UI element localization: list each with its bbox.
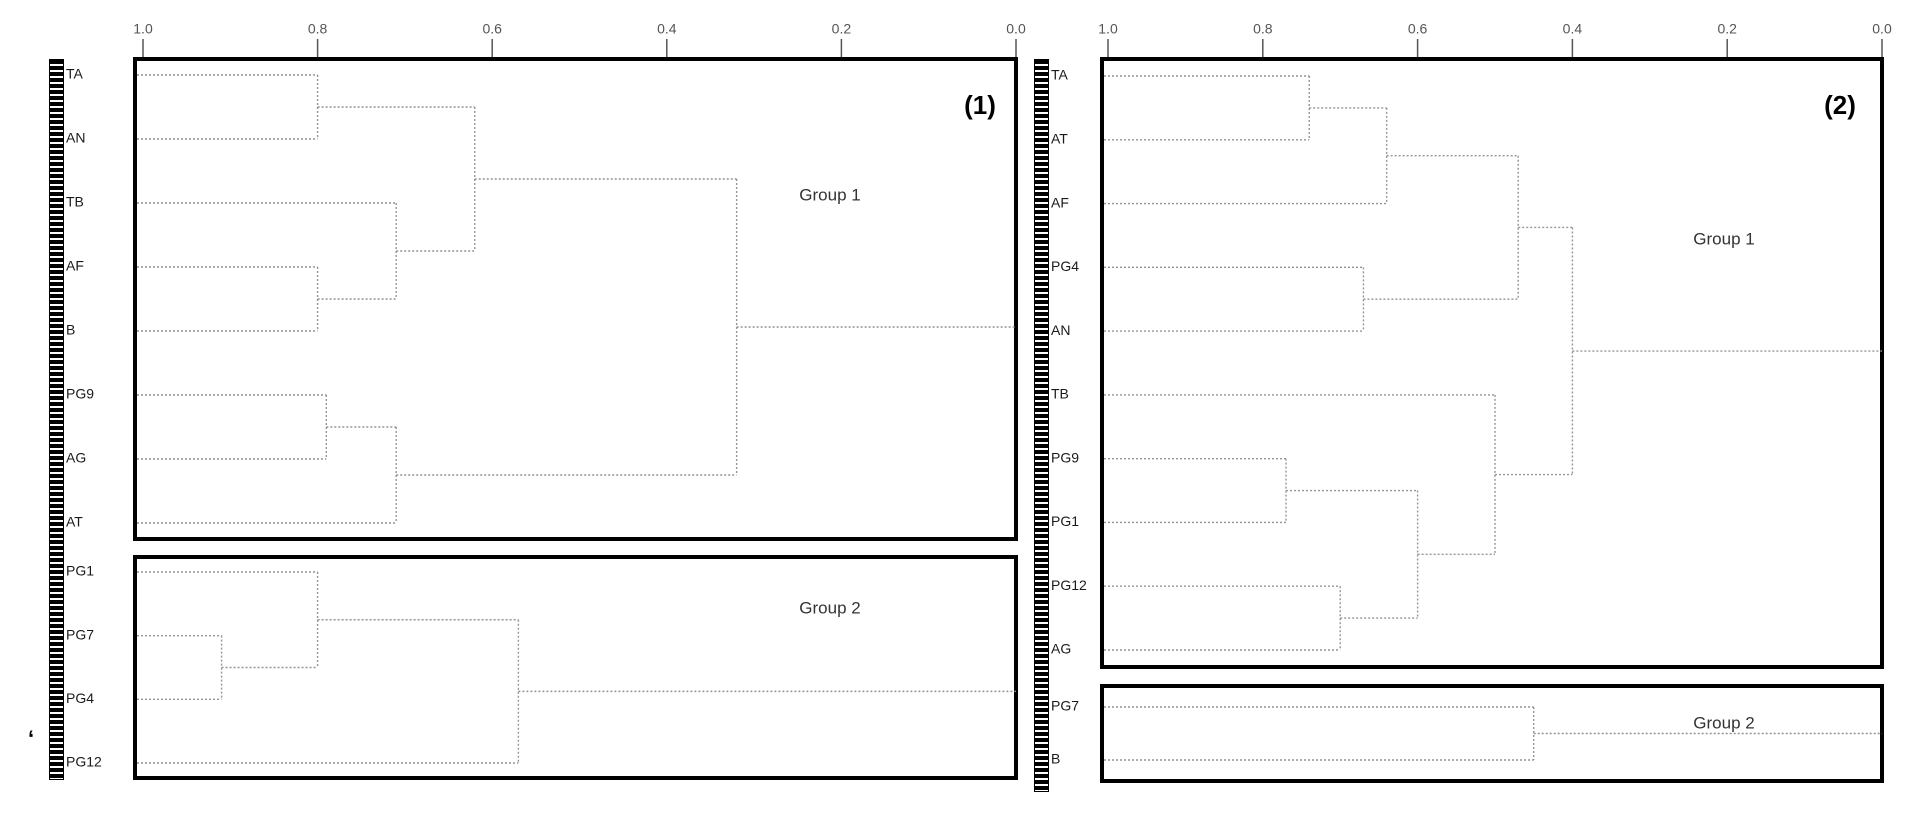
group-label: Group 1 [799, 185, 860, 204]
stray-mark: ‘ [28, 726, 35, 751]
group-label: Group 1 [1693, 229, 1754, 248]
leaf-label: TB [1051, 386, 1069, 402]
group-box [133, 57, 1018, 541]
panel-corner-label: (2) [1824, 90, 1856, 120]
leaf-label: PG7 [66, 626, 94, 642]
leaf-axis-strip-1 [49, 59, 64, 780]
group-box [133, 555, 1018, 780]
axis-tick-label: 1.0 [133, 21, 153, 37]
axis-tick-label: 0.6 [1408, 21, 1428, 37]
leaf-label: PG4 [66, 690, 94, 706]
axis-tick-label: 0.0 [1872, 21, 1892, 37]
leaf-label: AT [1051, 130, 1068, 146]
axis-tick-label: 0.0 [1006, 21, 1026, 37]
leaf-label: PG4 [1051, 258, 1079, 274]
axis-tick-label: 0.4 [1563, 21, 1583, 37]
similarity-axis: 1.0 0.8 0.6 0.4 0.2 0.0 [1098, 21, 1892, 57]
axis-tick-label: 1.0 [1098, 21, 1118, 37]
leaf-label: PG12 [66, 754, 102, 770]
axis-tick-label: 0.2 [832, 21, 852, 37]
group-box [1100, 684, 1884, 783]
leaf-label: PG9 [1051, 449, 1079, 465]
leaf-label: PG9 [66, 386, 94, 402]
dendrogram-tree [137, 74, 1016, 524]
leaf-label: AN [66, 130, 85, 146]
group-box [1100, 57, 1884, 669]
leaf-label: AG [66, 450, 86, 466]
leaf-label: TA [1051, 67, 1069, 83]
axis-tick-label: 0.8 [1253, 21, 1273, 37]
axis-tick-label: 0.2 [1717, 21, 1737, 37]
leaf-label: PG7 [1051, 698, 1079, 714]
leaf-label: B [66, 322, 75, 338]
dendrogram-tree [1104, 706, 1882, 761]
dendrogram-tree [1104, 75, 1882, 651]
group-label: Group 2 [1693, 713, 1754, 732]
leaf-label: TA [66, 66, 84, 82]
axis-tick-label: 0.8 [308, 21, 328, 37]
group-label: Group 2 [799, 598, 860, 617]
leaf-label: AF [1051, 194, 1069, 210]
leaf-label: B [1051, 751, 1060, 767]
axis-tick-label: 0.6 [482, 21, 502, 37]
leaf-label: AG [1051, 641, 1071, 657]
leaf-label: AT [66, 514, 83, 530]
leaf-label: PG1 [66, 563, 94, 579]
axis-tick-label: 0.4 [657, 21, 677, 37]
leaf-label: AF [66, 258, 84, 274]
leaf-label: PG1 [1051, 513, 1079, 529]
leaf-label: TB [66, 194, 84, 210]
leaf-axis-strip-2 [1034, 59, 1049, 792]
similarity-axis: 1.0 0.8 0.6 0.4 0.2 0.0 [133, 21, 1026, 57]
leaf-label: PG12 [1051, 577, 1087, 593]
dendrogram-tree [137, 571, 1016, 764]
leaf-label: AN [1051, 322, 1070, 338]
panel-corner-label: (1) [964, 90, 996, 120]
